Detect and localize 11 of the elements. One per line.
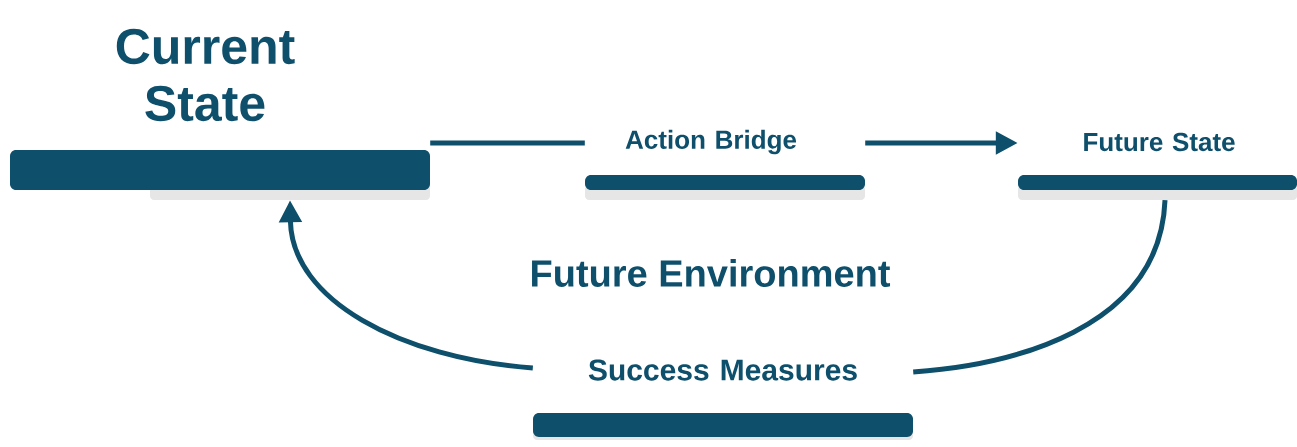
bar-node: Action Bridge [585,129,865,200]
node-label: Success Measures [588,359,857,381]
node-label: Action Bridge [625,129,797,155]
bar-node: Current State [10,28,430,200]
node-label: Current State [116,28,295,122]
bar-node: Future State [1018,132,1297,200]
connector-line [912,199,1168,375]
connector-line [430,140,585,146]
heading-label: Future Environment [532,259,891,287]
node-label: Future State [1084,132,1235,152]
bar-node: Success Measures [533,359,913,440]
